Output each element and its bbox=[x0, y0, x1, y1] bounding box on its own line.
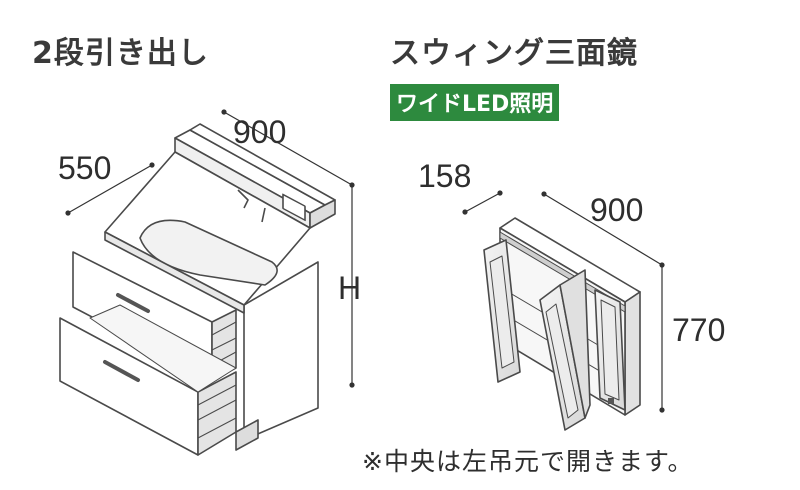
mirror-depth-label: 158 bbox=[418, 158, 472, 194]
vanity-depth-label: 550 bbox=[58, 150, 112, 186]
drawer-vanity-title: 2段引き出し bbox=[32, 36, 209, 71]
center-door-hinge-note: ※中央は左吊元で開きます。 bbox=[362, 447, 694, 476]
mirror-depth-dimension-line bbox=[462, 190, 503, 215]
vanity-height-label: H bbox=[338, 270, 362, 306]
mirror-height-label: 770 bbox=[672, 312, 726, 348]
mirror-cabinet-title: スウィング三面鏡 bbox=[390, 36, 638, 71]
led-lighting-badge: ワイドLED照明 bbox=[390, 84, 560, 121]
mirror-cabinet-drawing bbox=[462, 190, 665, 431]
vanity-drawing bbox=[59, 109, 355, 456]
vanity-width-label: 900 bbox=[233, 114, 287, 150]
height-dimension-line bbox=[349, 185, 355, 388]
depth-dimension-line bbox=[65, 162, 155, 216]
mirror-width-label: 900 bbox=[590, 192, 644, 228]
mirror-height-dimension-line bbox=[659, 265, 665, 413]
width-dimension-line bbox=[221, 109, 355, 188]
